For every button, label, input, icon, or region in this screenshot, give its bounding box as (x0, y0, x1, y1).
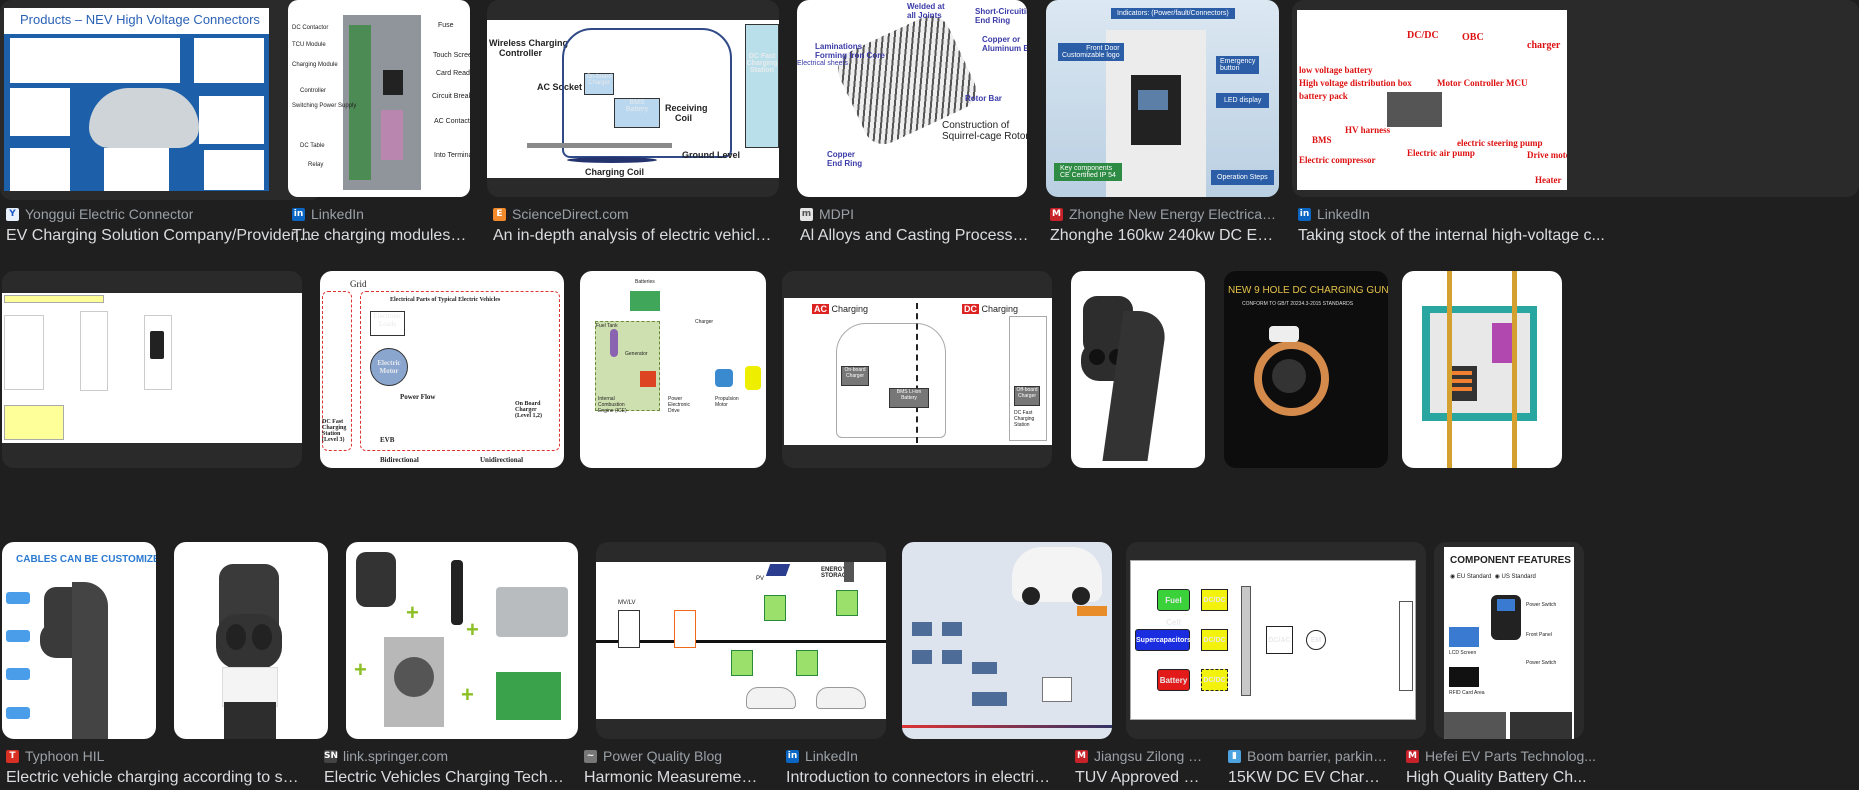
result-card[interactable]: Indicators: (Power/fault/Connectors) Fro… (1044, 0, 1282, 245)
linkedin-icon: in (786, 749, 799, 763)
result-thumbnail[interactable] (1402, 271, 1562, 468)
image-caption: NEW 9 HOLE DC CHARGING GUN (1228, 285, 1388, 296)
power-quality-blog-icon: ~ (584, 749, 597, 763)
result-title[interactable]: The charging modules use... (292, 227, 468, 244)
result-title[interactable]: Taking stock of the internal high-voltag… (1298, 227, 1605, 244)
result-thumbnail[interactable]: + + + + (346, 542, 578, 739)
result-card[interactable]: Batteries Charger Fuel Tank Generator In… (578, 271, 768, 786)
result-source[interactable]: LinkedIn (1317, 206, 1370, 222)
image-caption: CABLES CAN BE CUSTOMIZED (16, 554, 156, 565)
result-thumbnail[interactable]: DC Contactor TCU Module Charging Module … (288, 0, 470, 197)
result-source[interactable]: LinkedIn (311, 206, 364, 222)
result-card[interactable]: Grid Electrical Parts of Typical Electri… (318, 271, 568, 786)
result-card[interactable]: AC Charging DC Charging On-board Charger… (780, 271, 1055, 786)
result-thumbnail[interactable] (2, 271, 302, 468)
sciencedirect-icon: E (493, 207, 506, 221)
result-title[interactable]: EV Charging Solution Company/Provider,..… (6, 227, 313, 244)
typhoon-hil-icon: T (6, 749, 19, 763)
result-card[interactable]: + + + + PPhoenix Contact High Power Char… (344, 542, 584, 790)
result-card[interactable]: M마우저 일렉트로닉스(Mouser Elec... Electronic Ve… (900, 542, 1115, 790)
result-thumbnail[interactable]: Wireless Charging Controller AC Socket O… (487, 0, 779, 197)
linkedin-icon: in (292, 207, 305, 221)
result-thumbnail[interactable]: DC/DC OBC charger low voltage battery Hi… (1292, 0, 1859, 197)
result-source[interactable]: ScienceDirect.com (512, 206, 629, 222)
result-source[interactable]: Yonggui Electric Connector (25, 206, 194, 222)
mdpi-icon: m (800, 207, 813, 221)
result-thumbnail[interactable]: Batteries Charger Fuel Tank Generator In… (580, 271, 766, 468)
result-title[interactable]: Al Alloys and Casting Processes for... (800, 227, 1030, 244)
result-thumbnail[interactable]: COMPONENT FEATURES ◉ EU Standard ◉ US St… (1434, 542, 1584, 739)
result-thumbnail[interactable] (174, 542, 328, 739)
result-thumbnail[interactable]: NEW 9 HOLE DC CHARGING GUN CONFORM TO GB… (1224, 271, 1388, 468)
result-card[interactable]: Products – NEV High Voltage Connectors Y… (0, 0, 322, 245)
image-caption: Products – NEV High Voltage Connectors (20, 12, 260, 27)
result-thumbnail[interactable]: Indicators: (Power/fault/Connectors) Fro… (1046, 0, 1279, 197)
result-thumbnail[interactable]: CABLES CAN BE CUSTOMIZED (2, 542, 156, 739)
result-title[interactable]: An in-depth analysis of electric vehicle… (493, 227, 775, 244)
result-thumbnail[interactable]: Products – NEV High Voltage Connectors (0, 0, 322, 200)
yonggui-icon: Y (6, 207, 19, 221)
springer-icon: SN (324, 749, 339, 763)
image-subcaption: CONFORM TO GB/T 20234.3-2015 STANDARDS (1242, 301, 1354, 307)
boom-barrier-icon: ▮ (1228, 749, 1241, 763)
result-source[interactable]: Zhonghe New Energy Electrical Engine... (1069, 206, 1278, 222)
result-card[interactable]: COMPONENT FEATURES ◉ EU Standard ◉ US St… (1434, 542, 1859, 790)
linkedin-icon: in (1298, 207, 1311, 221)
result-card[interactable]: Wireless Charging Controller AC Socket O… (487, 0, 779, 245)
result-card[interactable]: Fuel Cell Supercapacitors Battery DC/DC … (1126, 542, 1426, 790)
made-in-china-icon: M (1050, 207, 1063, 221)
made-in-china-icon: M (1406, 749, 1419, 763)
result-card[interactable]: DC Contactor TCU Module Charging Module … (286, 0, 472, 245)
result-thumbnail[interactable]: Grid Electrical Parts of Typical Electri… (320, 271, 564, 468)
image-caption: COMPONENT FEATURES (1450, 555, 1571, 566)
result-thumbnail[interactable]: Fuel Cell Supercapacitors Battery DC/DC … (1126, 542, 1426, 739)
result-thumbnail[interactable] (902, 542, 1112, 739)
result-source[interactable]: MDPI (819, 206, 854, 222)
result-thumbnail[interactable]: AC Charging DC Charging On-board Charger… (782, 271, 1052, 468)
result-thumbnail[interactable] (1071, 271, 1205, 468)
result-title[interactable]: Zhonghe 160kw 240kw DC EV Bus ... (1050, 227, 1278, 244)
result-card[interactable]: NEW 9 HOLE DC CHARGING GUN CONFORM TO GB… (1222, 271, 1392, 786)
made-in-china-icon: M (1075, 749, 1088, 763)
result-card[interactable]: DC/DC OBC charger low voltage battery Hi… (1292, 0, 1859, 245)
